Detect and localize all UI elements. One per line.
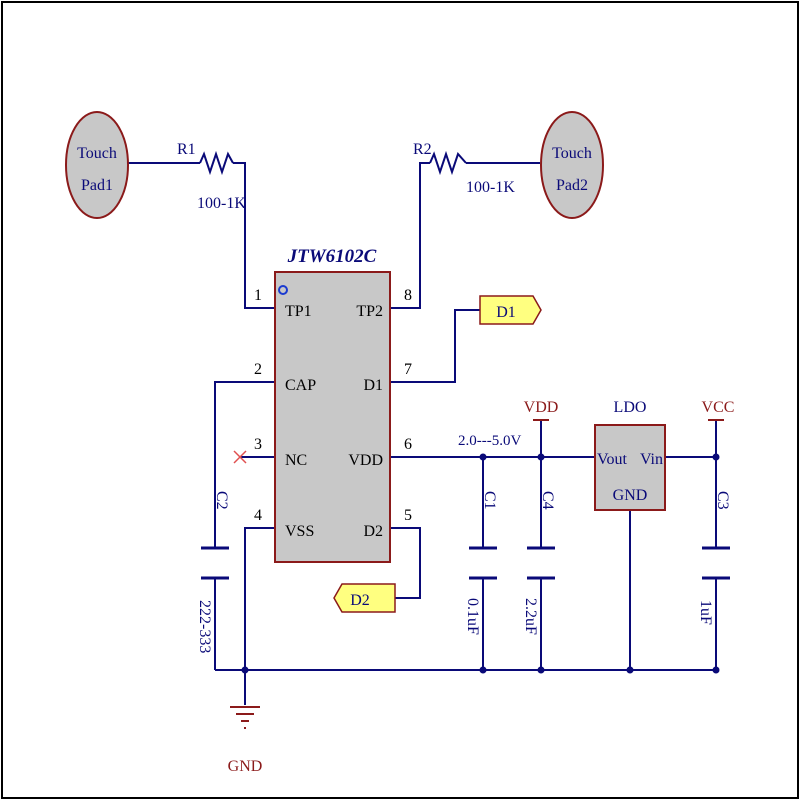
c3-value: 1uF (697, 600, 714, 625)
r1-value: 100-1K (197, 195, 246, 212)
pin-number: 2 (254, 361, 262, 378)
pad2-label-line1: Touch (552, 145, 592, 162)
vdd-label: VDD (524, 399, 559, 416)
port-d2: D2 (333, 583, 396, 613)
vdd-power-symbol: VDD (524, 399, 559, 421)
pad1-label-line1: Touch (77, 145, 117, 162)
capacitor-c3: C3 1uF (697, 491, 731, 625)
pin-number: 5 (404, 507, 412, 524)
capacitor-c2: C2 222-333 (196, 491, 230, 653)
ic-jtw6102c: JTW6102C 1 2 3 4 TP1 CAP NC VSS 8 7 6 5 … (254, 246, 412, 563)
pin-name: NC (285, 452, 307, 469)
ic-part-name: JTW6102C (287, 246, 377, 267)
r2-value: 100-1K (466, 179, 515, 196)
pin-name: TP1 (285, 303, 312, 320)
pin-name: CAP (285, 377, 316, 394)
pin-name: D2 (363, 523, 383, 540)
pad1-label-line2: Pad1 (81, 177, 113, 194)
ldo-vout-label: Vout (597, 451, 627, 468)
r1-ref: R1 (177, 141, 196, 158)
port-d1-label: D1 (496, 304, 516, 321)
pin-number: 1 (254, 287, 262, 304)
c2-ref: C2 (213, 491, 230, 510)
pin-number: 3 (254, 436, 262, 453)
pin-number: 8 (404, 287, 412, 304)
pin-number: 7 (404, 361, 412, 378)
c1-value: 0.1uF (464, 598, 481, 635)
touch-pad-1: Touch Pad1 (65, 111, 129, 219)
pin-name: TP2 (356, 303, 383, 320)
ldo-vin-label: Vin (640, 451, 663, 468)
ground-symbol (230, 706, 260, 729)
pin1-marker (278, 285, 288, 295)
vcc-label: VCC (702, 399, 735, 416)
c2-value: 222-333 (196, 600, 213, 653)
vdd-range-label: 2.0---5.0V (458, 433, 521, 449)
resistor-r1: R1 100-1K (177, 141, 246, 212)
junctions (241, 453, 720, 674)
port-d2-label: D2 (350, 592, 370, 609)
c3-ref: C3 (714, 491, 731, 510)
pin-number: 6 (404, 436, 412, 453)
pin-number: 4 (254, 507, 262, 524)
capacitor-c4: C4 2.2uF (522, 491, 556, 635)
gnd-label: GND (228, 758, 263, 775)
vcc-power-symbol: VCC (702, 399, 735, 421)
ldo-regulator: LDO Vout Vin GND (594, 399, 666, 511)
ldo-title: LDO (614, 399, 647, 416)
no-connect-marker (233, 450, 247, 464)
pin-name: VDD (348, 452, 383, 469)
pad2-label-line2: Pad2 (556, 177, 588, 194)
pin-name: D1 (363, 377, 383, 394)
touch-pad-2: Touch Pad2 (540, 111, 604, 219)
c4-value: 2.2uF (522, 598, 539, 635)
resistor-r2: R2 100-1K (413, 141, 515, 196)
c1-ref: C1 (481, 491, 498, 510)
ldo-gnd-label: GND (613, 487, 648, 504)
c4-ref: C4 (539, 491, 556, 510)
r2-ref: R2 (413, 141, 432, 158)
pin-name: VSS (285, 523, 314, 540)
port-d1: D1 (479, 295, 542, 325)
capacitor-c1: C1 0.1uF (464, 491, 498, 635)
